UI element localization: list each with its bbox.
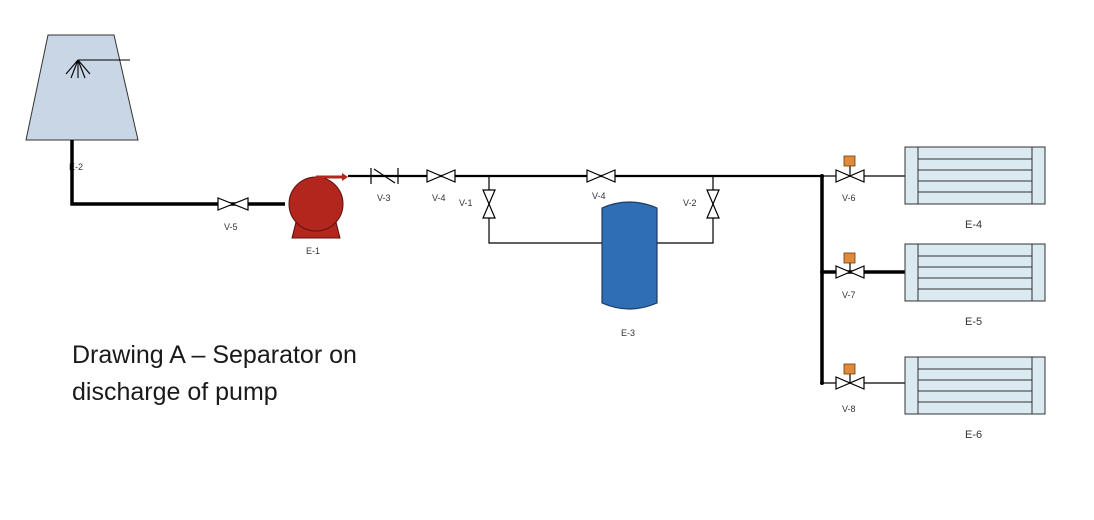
control-valve-v6[interactable]: [835, 155, 865, 183]
valve-v2[interactable]: [706, 189, 720, 219]
valve-v2-tag: V-2: [683, 198, 697, 208]
heat-exchanger-e4[interactable]: [904, 146, 1046, 205]
separator-outlet-pipe: [657, 176, 714, 244]
exchanger-e4-tag: E-4: [965, 219, 982, 231]
valve-v4-discharge-tag: V-4: [432, 193, 446, 203]
exchanger-e5-tag: E-5: [965, 316, 982, 328]
spray-nozzle-icon: [65, 59, 130, 79]
separator-tag: E-3: [621, 328, 635, 338]
gate-valve-icon: [482, 189, 496, 206]
valve-v4-bypass-tag: V-4: [592, 191, 606, 201]
flow-arrow-icon: [342, 173, 348, 181]
valve-v4-discharge[interactable]: [426, 169, 456, 183]
separator-e3[interactable]: [601, 201, 658, 310]
valve-v3[interactable]: [370, 168, 399, 184]
pump-tag: E-1: [306, 246, 320, 256]
control-valve-v7-tag: V-7: [842, 290, 856, 300]
gate-valve-icon: [217, 197, 235, 211]
valve-v5-tag: V-5: [224, 222, 238, 232]
control-valve-v7[interactable]: [835, 252, 865, 279]
valve-v5[interactable]: [217, 197, 249, 211]
tank-tag: E-2: [69, 162, 83, 172]
control-valve-icon: [835, 376, 852, 390]
caption-line-1: Drawing A – Separator on: [72, 341, 357, 369]
exchanger-shell: [904, 243, 1046, 302]
exchanger-shell: [904, 146, 1046, 205]
caption-line-2: discharge of pump: [72, 378, 278, 406]
tank-body: [25, 34, 139, 141]
control-valve-icon: [835, 265, 852, 279]
valve-v1-tag: V-1: [459, 198, 473, 208]
control-valve-v6-tag: V-6: [842, 193, 856, 203]
control-valve-v8[interactable]: [835, 363, 865, 390]
heat-exchanger-e5[interactable]: [904, 243, 1046, 302]
tank-e2[interactable]: [25, 34, 139, 141]
exchanger-shell: [904, 356, 1046, 415]
valve-v3-tag: V-3: [377, 193, 391, 203]
actuator-icon: [843, 363, 856, 375]
actuator-icon: [843, 252, 856, 264]
suction-pipe: [70, 140, 285, 206]
valve-v1[interactable]: [482, 189, 496, 219]
separator-inlet-pipe: [488, 176, 602, 244]
separator-vessel: [601, 201, 658, 310]
control-valve-icon: [835, 169, 852, 183]
valve-v4-bypass[interactable]: [586, 169, 616, 183]
pump-casing: [288, 176, 344, 232]
gate-valve-icon: [426, 169, 443, 183]
pump-e1[interactable]: [288, 173, 348, 239]
drawing-caption: Drawing A – Separator on discharge of pu…: [72, 337, 492, 411]
control-valve-v8-tag: V-8: [842, 404, 856, 414]
exchanger-e6-tag: E-6: [965, 429, 982, 441]
gate-valve-icon: [586, 169, 603, 183]
heat-exchanger-e6[interactable]: [904, 356, 1046, 415]
actuator-icon: [843, 155, 856, 167]
gate-valve-icon: [706, 189, 720, 206]
